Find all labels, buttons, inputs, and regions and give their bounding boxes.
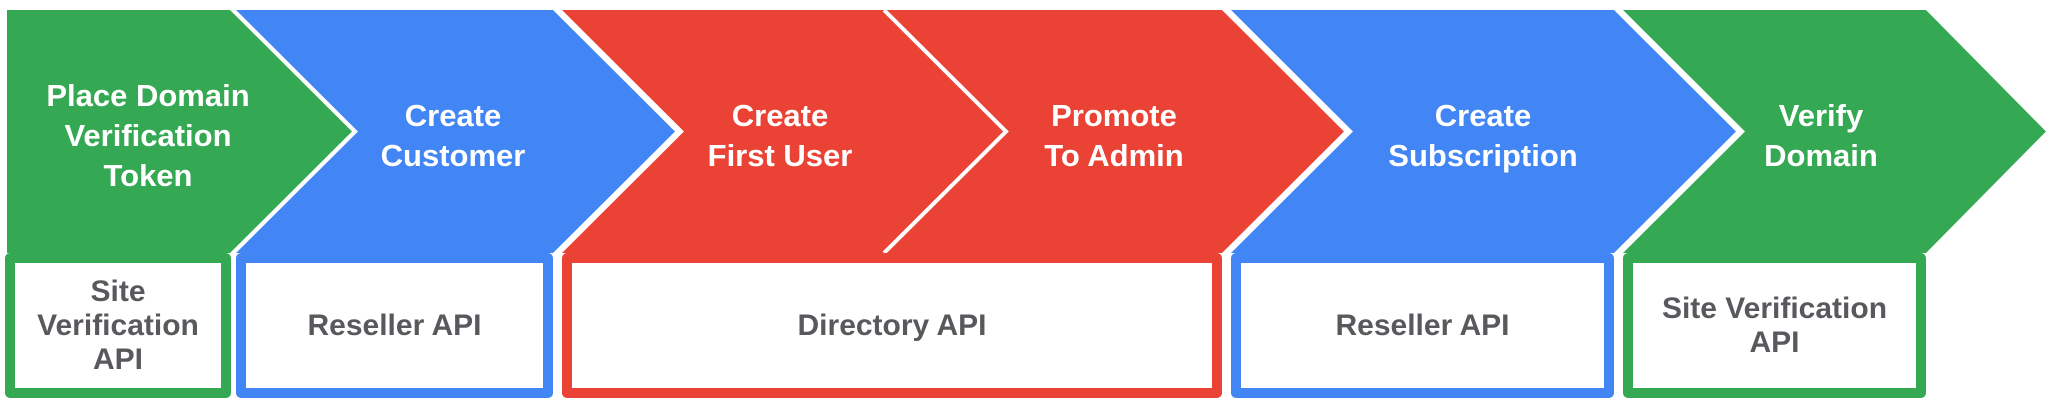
step-label-place-domain-verification-token: Place Domain Verification Token xyxy=(46,77,250,193)
step-label-create-first-user: Create First User xyxy=(707,97,853,173)
api-box-reseller-1: Reseller API xyxy=(236,253,553,398)
api-box-site-verification-1: Site Verification API xyxy=(5,253,231,398)
api-box-label: Reseller API xyxy=(307,308,482,342)
step-label-promote-to-admin: Promote To Admin xyxy=(1044,97,1184,173)
api-box-site-verification-2: Site Verification API xyxy=(1623,253,1926,398)
api-box-label: Reseller API xyxy=(1335,308,1510,342)
step-label-verify-domain: Verify Domain xyxy=(1764,97,1878,173)
api-box-directory: Directory API xyxy=(562,253,1222,398)
step-label-create-customer: Create Customer xyxy=(380,97,526,173)
api-box-label: Site Verification API xyxy=(37,274,199,376)
api-box-label: Directory API xyxy=(797,308,987,342)
api-box-label: Site Verification API xyxy=(1661,291,1888,359)
step-label-create-subscription: Create Subscription xyxy=(1388,97,1578,173)
api-box-reseller-2: Reseller API xyxy=(1231,253,1614,398)
